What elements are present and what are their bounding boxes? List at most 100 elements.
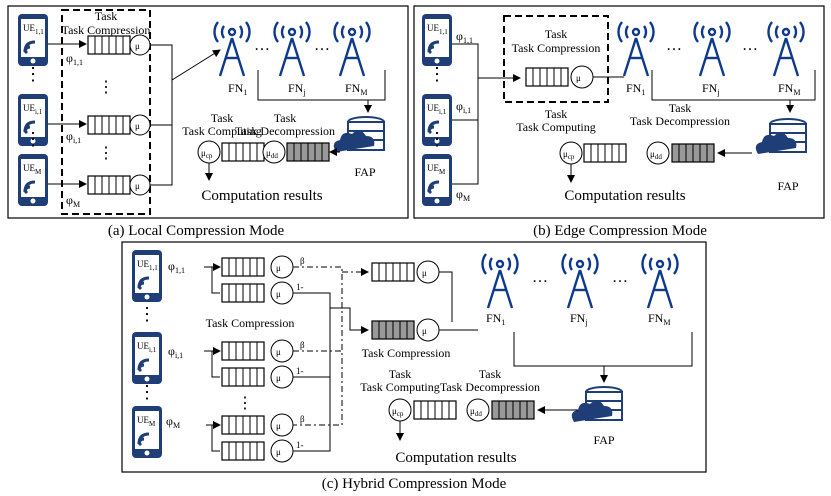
phi-label: φ	[66, 129, 73, 143]
task-computing-title: Task	[389, 367, 412, 381]
svg-text:UE1,1: UE1,1	[137, 259, 158, 272]
server-circle	[270, 281, 294, 305]
mu-sub: cp	[206, 152, 213, 160]
mu-label: μ	[422, 268, 427, 278]
fap-label: FAP	[354, 165, 375, 179]
svg-text:φi,1: φi,1	[456, 99, 471, 115]
ue-sub: i,1	[439, 108, 447, 116]
panel-b-task-compression: Task Compression	[512, 41, 601, 55]
svg-text:φi,1: φi,1	[168, 344, 183, 360]
mu-label: μ	[276, 347, 281, 357]
server-circle	[129, 34, 151, 56]
mu-sub: dd	[271, 152, 279, 160]
fn-tower-icon	[213, 20, 251, 78]
caption-b: (b) Edge Compression Mode	[533, 223, 707, 239]
beta-label: β	[300, 256, 305, 266]
task-queue	[221, 441, 265, 461]
mu-sub: cp	[568, 153, 575, 161]
svg-text:FN1: FN1	[486, 311, 505, 327]
fn-tower-icon	[561, 252, 599, 310]
fn-label: FN	[702, 81, 718, 95]
svg-text:UE1,1: UE1,1	[427, 23, 448, 36]
task-queue	[87, 35, 131, 55]
svg-text:φM: φM	[456, 187, 470, 203]
ue-sub: i,1	[149, 346, 157, 354]
vertical-dots: ⋮	[98, 79, 114, 96]
task-decompression-title: Task	[274, 111, 297, 125]
fn-tower-icon	[273, 20, 311, 78]
server-circle	[270, 255, 294, 279]
task-computing-title: Task	[211, 111, 234, 125]
phi-label: φ	[168, 259, 175, 273]
mu-label: μ	[576, 73, 581, 83]
panel-a-local-box	[61, 9, 151, 215]
fap-server-icon	[754, 118, 807, 155]
fn-sub: M	[360, 88, 367, 97]
task-computing-label: Task Computing	[516, 120, 596, 134]
ue-label: UE	[23, 23, 35, 33]
mu-sub: dd	[655, 153, 663, 161]
mu-label: μ	[422, 326, 427, 336]
decompress-queue	[286, 142, 330, 162]
ue-sub: 1,1	[439, 28, 448, 36]
phi-sub: M	[173, 421, 180, 430]
compute-queue	[221, 142, 265, 162]
decompress-circle	[262, 140, 286, 164]
phi-label: φ	[66, 51, 73, 65]
mu-sub: dd	[475, 410, 483, 418]
svg-text:φi,1: φi,1	[66, 129, 81, 145]
server-circle	[129, 114, 151, 136]
task-decompression-label: Task Decompression	[440, 380, 540, 394]
fap-server-icon	[570, 386, 623, 423]
fn-tower-icon	[333, 20, 371, 78]
decompress-circle	[646, 141, 670, 165]
vertical-dots: ⋮	[138, 382, 156, 402]
panel-c-task-compression-2: Task Compression	[362, 346, 451, 360]
fap-label: FAP	[593, 433, 614, 447]
panel-c-border	[121, 241, 707, 473]
phi-label: φ	[66, 193, 73, 207]
svg-text:φM: φM	[66, 193, 80, 209]
svg-text:UE1,1: UE1,1	[23, 23, 44, 36]
horizontal-dots: …	[314, 37, 330, 54]
fn-label: FN	[288, 81, 304, 95]
phone-icon	[130, 248, 164, 304]
task-computing-label: Task Computing	[182, 124, 262, 138]
fn-sub: j	[302, 88, 305, 97]
computation-results: Computation results	[395, 450, 516, 466]
panel-b-task-title: Task	[545, 27, 568, 41]
task-decompression-label: Task Decompression	[235, 124, 335, 138]
fn-tower-icon	[693, 20, 731, 78]
fn-label: FN	[778, 81, 794, 95]
fn-label: FN	[648, 311, 664, 325]
panel-b-edge-box	[503, 15, 609, 103]
fn-sub: j	[584, 318, 587, 327]
mu-label: μ	[201, 148, 206, 158]
ue-label: UE	[427, 163, 439, 173]
edge-compressed-queue	[371, 320, 415, 340]
ue-sub: M	[35, 168, 42, 176]
task-queue	[221, 257, 265, 277]
svg-text:FNM: FNM	[345, 81, 367, 97]
panel-b-border	[413, 5, 825, 219]
phi-sub: M	[73, 200, 80, 209]
svg-text:φ1,1: φ1,1	[168, 259, 185, 275]
mu-label: μ	[276, 263, 281, 273]
mu-label: μ	[470, 406, 475, 416]
phone-icon	[420, 12, 454, 68]
phi-sub: M	[463, 194, 470, 203]
caption-a: (a) Local Compression Mode	[108, 223, 285, 239]
horizontal-dots: …	[666, 37, 682, 54]
task-queue	[221, 367, 265, 387]
svg-text:μcp: μcp	[563, 149, 575, 161]
phi-sub: i,1	[175, 351, 183, 360]
vertical-dots: ⋮	[428, 64, 446, 84]
phone-icon	[130, 330, 164, 386]
task-queue	[221, 341, 265, 361]
vertical-dots: ⋮	[24, 64, 42, 84]
fn-sub: 1	[641, 88, 645, 97]
panel-c: UE1,1 UEi,1 UEM ⋮ ⋮ φ1,1 φi,1 φM μ μ μ μ…	[121, 241, 707, 492]
svg-text:FNM: FNM	[778, 81, 800, 97]
svg-text:μdd: μdd	[266, 148, 278, 160]
vertical-dots: ⋮	[98, 145, 114, 162]
